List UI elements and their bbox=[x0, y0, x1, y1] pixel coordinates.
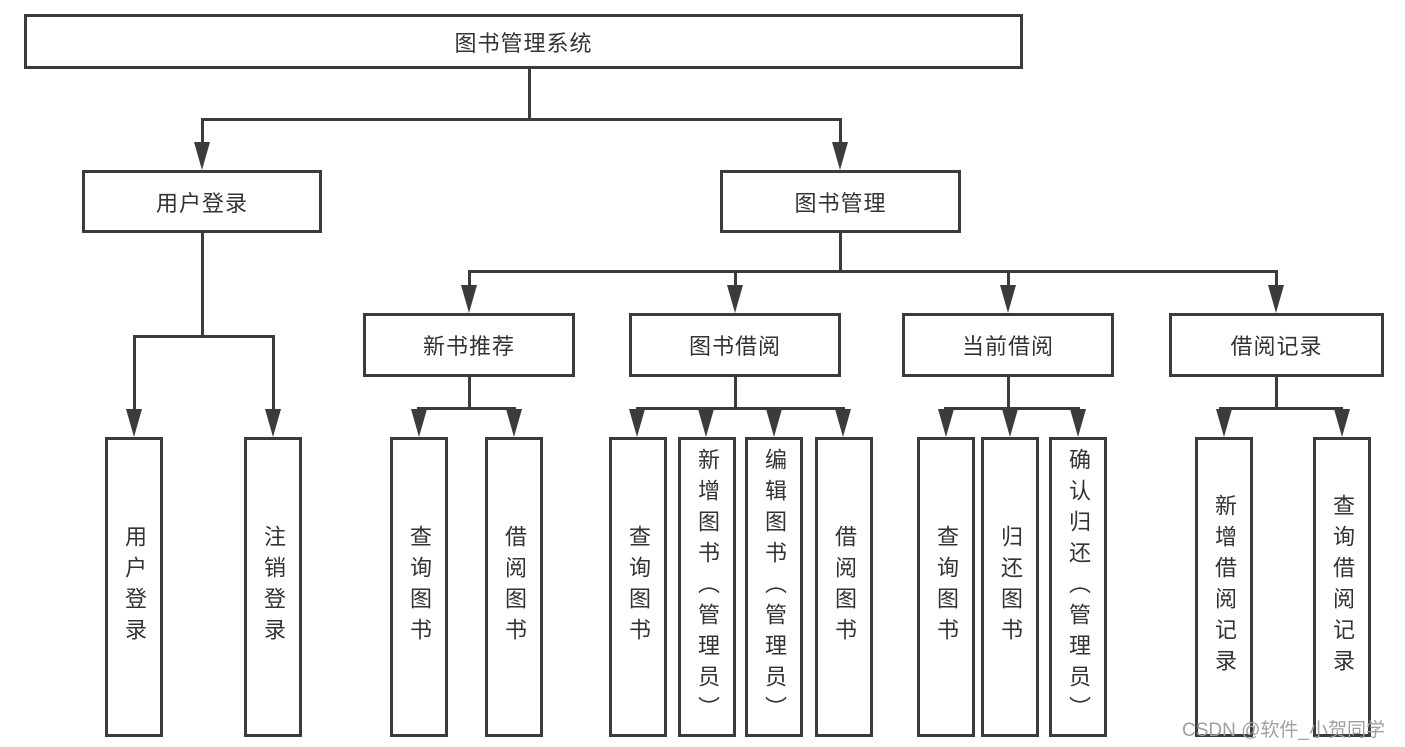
connector-level2-bus bbox=[201, 118, 842, 121]
node-book-borrowing: 图书借阅 bbox=[629, 313, 841, 377]
leaf-add-borrow-record: 新增借阅记录 bbox=[1195, 437, 1253, 737]
leaf-borrow-query-books: 查询图书 bbox=[609, 437, 667, 737]
leaf-borrow-books: 借阅图书 bbox=[815, 437, 873, 737]
arrowhead-current-query-books bbox=[938, 409, 954, 437]
leaf-label: 查询图书 bbox=[407, 525, 432, 649]
leaf-label: 借阅图书 bbox=[832, 525, 857, 649]
node-label: 当前借阅 bbox=[961, 334, 1054, 359]
leaf-label: 查询借阅记录 bbox=[1330, 494, 1355, 680]
connector-borrowing-records-bus bbox=[1219, 407, 1343, 410]
arrowhead-rec-query-books bbox=[411, 409, 427, 437]
arrowhead-borrow-query-books bbox=[629, 409, 645, 437]
connector-borrowing-records-stem bbox=[1275, 375, 1278, 410]
leaf-current-query-books: 查询图书 bbox=[917, 437, 975, 737]
connector-user-login-stem bbox=[201, 230, 204, 338]
node-current-borrowing: 当前借阅 bbox=[902, 313, 1114, 377]
arrowhead-borrow-books bbox=[835, 409, 851, 437]
leaf-label: 用户登录 bbox=[122, 525, 147, 649]
leaf-user-login: 用户登录 bbox=[105, 437, 163, 737]
node-label: 图书借阅 bbox=[688, 334, 781, 359]
connector-root-stem bbox=[528, 66, 531, 121]
arrowhead-query-borrow-record bbox=[1334, 409, 1350, 437]
connector-to-leaf-user-login bbox=[133, 338, 136, 410]
node-label: 新书推荐 bbox=[422, 334, 515, 359]
connector-book-borrowing-stem bbox=[734, 375, 737, 410]
leaf-edit-book-admin: 编辑图书（管理员） bbox=[745, 437, 803, 737]
leaf-rec-borrow-books: 借阅图书 bbox=[485, 437, 543, 737]
arrowhead-book-management bbox=[832, 142, 848, 170]
node-new-book-recommendation: 新书推荐 bbox=[363, 313, 575, 377]
arrowhead-borrowing-records bbox=[1268, 285, 1284, 313]
arrowhead-book-borrowing bbox=[727, 285, 743, 313]
leaf-label: 借阅图书 bbox=[502, 525, 527, 649]
node-user-login: 用户登录 bbox=[82, 170, 322, 233]
connector-current-borrowing-stem bbox=[1007, 375, 1010, 410]
arrowhead-current-borrowing bbox=[1000, 285, 1016, 313]
connector-to-new-book-recommendation bbox=[468, 273, 471, 287]
connector-to-book-borrowing bbox=[734, 273, 737, 287]
leaf-label: 新增图书（管理员） bbox=[695, 447, 720, 727]
node-label: 借阅记录 bbox=[1230, 334, 1323, 359]
node-library-management-system: 图书管理系统 bbox=[24, 14, 1023, 69]
arrowhead-new-book-recommendation bbox=[461, 285, 477, 313]
leaf-label: 查询图书 bbox=[934, 525, 959, 649]
leaf-add-book-admin: 新增图书（管理员） bbox=[678, 437, 736, 737]
node-book-management: 图书管理 bbox=[720, 170, 961, 233]
arrowhead-add-borrow-record bbox=[1216, 409, 1232, 437]
leaf-label: 编辑图书（管理员） bbox=[762, 447, 787, 727]
leaf-return-books: 归还图书 bbox=[981, 437, 1039, 737]
node-label: 用户登录 bbox=[155, 190, 248, 216]
connector-user-login-bus bbox=[133, 335, 275, 338]
connector-to-borrowing-records bbox=[1275, 273, 1278, 287]
connector-book-borrowing-bus bbox=[636, 407, 845, 410]
connector-to-leaf-logout bbox=[272, 338, 275, 410]
leaf-label: 查询图书 bbox=[626, 525, 651, 649]
connector-to-current-borrowing bbox=[1007, 273, 1010, 287]
leaf-label: 新增借阅记录 bbox=[1212, 494, 1237, 680]
arrowhead-confirm-return bbox=[1070, 409, 1086, 437]
connector-new-book-rec-stem bbox=[468, 375, 471, 410]
leaf-confirm-return-admin: 确认归还（管理员） bbox=[1049, 437, 1107, 737]
connector-current-borrowing-bus bbox=[944, 407, 1080, 410]
leaf-rec-query-books: 查询图书 bbox=[390, 437, 448, 737]
connector-to-book-management bbox=[839, 121, 842, 144]
arrowhead-leaf-user-login bbox=[126, 409, 142, 437]
connector-new-book-rec-bus bbox=[417, 407, 516, 410]
node-label: 图书管理系统 bbox=[454, 30, 593, 56]
connector-book-management-stem bbox=[839, 230, 842, 273]
leaf-query-borrow-record: 查询借阅记录 bbox=[1313, 437, 1371, 737]
arrowhead-edit-book bbox=[766, 409, 782, 437]
leaf-label: 注销登录 bbox=[261, 525, 286, 649]
arrowhead-leaf-logout bbox=[265, 409, 281, 437]
leaf-label: 确认归还（管理员） bbox=[1066, 447, 1091, 727]
leaf-label: 归还图书 bbox=[998, 525, 1023, 649]
node-borrowing-records: 借阅记录 bbox=[1169, 313, 1384, 377]
connector-to-user-login bbox=[201, 121, 204, 144]
arrowhead-add-book bbox=[698, 409, 714, 437]
csdn-watermark: CSDN @软件_小贺同学 bbox=[1182, 720, 1385, 741]
node-label: 图书管理 bbox=[794, 190, 887, 216]
connector-level3-bus bbox=[468, 270, 1278, 273]
arrowhead-rec-borrow-books bbox=[506, 409, 522, 437]
arrowhead-return-books bbox=[1002, 409, 1018, 437]
arrowhead-user-login bbox=[194, 142, 210, 170]
leaf-logout: 注销登录 bbox=[244, 437, 302, 737]
